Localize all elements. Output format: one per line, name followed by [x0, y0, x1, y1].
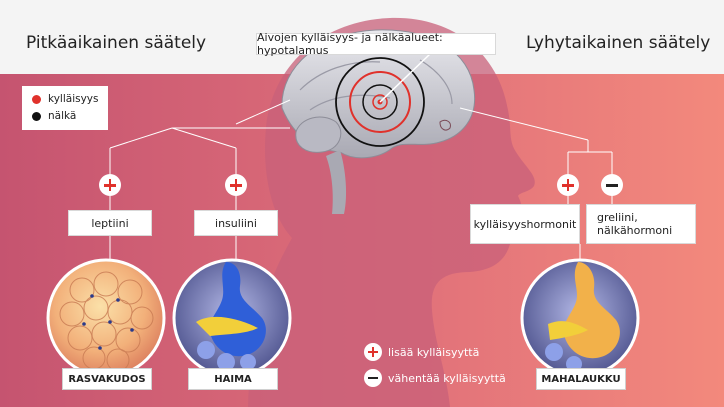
ghrelin-label: greliini, nälkähormoni — [586, 204, 696, 244]
legend-satiety-label: kylläisyys — [48, 93, 99, 105]
insulin-label: insuliini — [194, 210, 278, 236]
legend-hunger-label: nälkä — [48, 110, 77, 122]
legend-hunger: nälkä — [32, 110, 76, 122]
insulin-plus-icon — [225, 174, 247, 196]
pancreas-caption: HAIMA — [188, 368, 278, 390]
target-ring-outer — [335, 57, 425, 147]
key-minus-icon — [364, 369, 382, 387]
key-plus-icon — [364, 343, 382, 361]
satiety-hormones-plus-icon — [557, 174, 579, 196]
long-term-title: Pitkäaikainen säätely — [26, 33, 207, 53]
stomach-caption: MAHALAUKKU — [536, 368, 626, 390]
leptin-plus-icon — [99, 174, 121, 196]
ghrelin-minus-icon — [601, 174, 623, 196]
short-term-title: Lyhytaikainen säätely — [526, 33, 711, 53]
leptin-label: leptiini — [68, 210, 152, 236]
legend: kylläisyys nälkä — [22, 86, 108, 130]
key-minus-label: vähentää kylläisyyttä — [388, 372, 506, 385]
ghrelin-label-line1: greliini, — [597, 211, 638, 224]
key-plus-label: lisää kylläisyyttä — [388, 346, 480, 359]
satiety-hormones-label: kylläisyyshormonit — [470, 204, 580, 244]
hypothalamus-label: Aivojen kylläisyys- ja nälkäalueet: hypo… — [256, 31, 496, 57]
legend-satiety: kylläisyys — [32, 93, 98, 105]
hunger-dot-icon — [32, 111, 41, 121]
long-term-connector — [109, 99, 291, 262]
pancreas-illustration — [172, 258, 292, 378]
fat-tissue-illustration — [46, 258, 166, 378]
stomach-illustration — [520, 258, 640, 378]
fat-tissue-caption: RASVAKUDOS — [62, 368, 152, 390]
ghrelin-label-line2: nälkähormoni — [597, 224, 673, 237]
satiety-dot-icon — [32, 94, 41, 104]
